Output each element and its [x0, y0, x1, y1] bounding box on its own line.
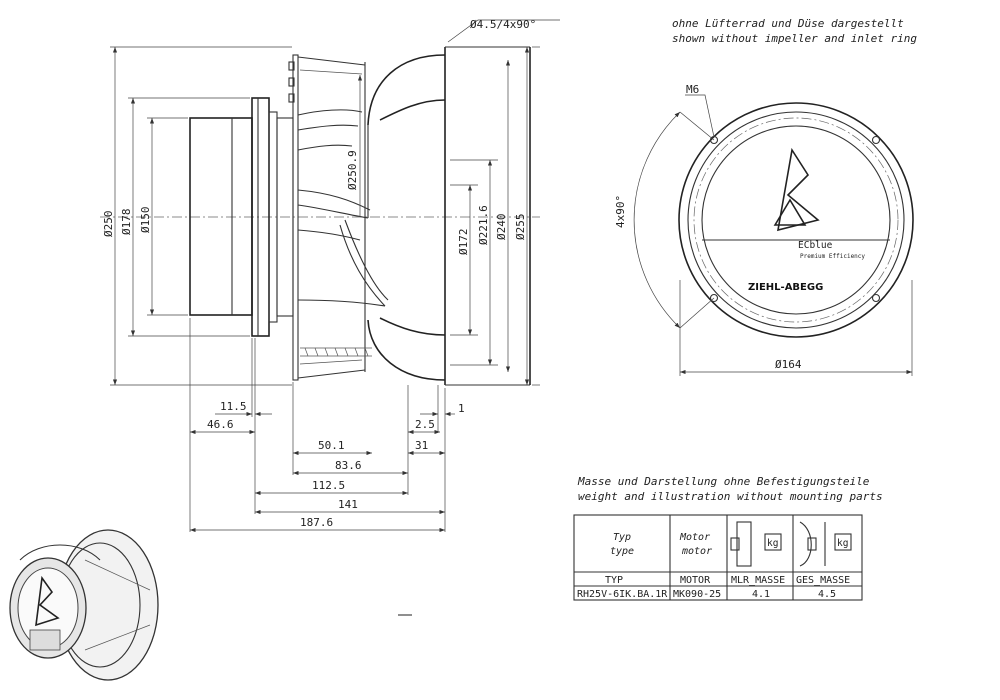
brand-name: ZIEHL-ABEGG	[748, 282, 823, 293]
cell-type: RH25V-6IK.BA.1R	[577, 589, 668, 600]
col2-de: Motor	[679, 532, 710, 543]
kg-label-2: kg	[837, 538, 848, 549]
weight-table: Masse und Darstellung ohne Befestigungst…	[573, 475, 883, 601]
dim-d221-6: Ø221.6	[477, 205, 490, 245]
total-weight-icon: kg	[799, 521, 852, 567]
angle-label: 4x90°	[614, 195, 627, 228]
diameter-label: Ø164	[775, 358, 802, 371]
side-view: Ø4.5/4x90° Ø250 Ø178 Ø150 Ø250.9 Ø172 Ø2…	[100, 18, 560, 533]
brand-sub: Premium Efficiency	[800, 253, 865, 260]
vertical-dimensions	[112, 47, 530, 385]
front-note-de: ohne Lüfterrad und Düse dargestellt	[672, 17, 904, 30]
col1-de: Typ	[613, 532, 631, 543]
thread-label: M6	[686, 83, 699, 96]
hdr-typ: TYP	[605, 575, 623, 586]
motor-face	[701, 125, 891, 315]
dim-d150: Ø150	[139, 207, 152, 234]
dim-11-5: 11.5	[220, 400, 247, 413]
mounting-holes	[709, 135, 881, 303]
dim-141: 141	[338, 498, 358, 511]
table-heading-en: weight and illustration without mounting…	[578, 490, 883, 503]
logo-triangle-icon	[773, 198, 807, 226]
dim-112-5: 112.5	[312, 479, 345, 492]
thumb-logo-icon	[35, 575, 60, 627]
dim-46-6: 46.6	[207, 418, 234, 431]
logo-bolt-icon	[776, 147, 820, 232]
front-note-en: shown without impeller and inlet ring	[672, 32, 917, 45]
impeller-fins	[300, 347, 372, 357]
dim-d255: Ø255	[514, 214, 527, 241]
hole-spec-label: Ø4.5/4x90°	[470, 18, 536, 31]
m6-leader	[685, 94, 715, 138]
dim-d172: Ø172	[457, 229, 470, 256]
horizontal-dimensions	[190, 411, 455, 533]
col2-en: motor	[681, 546, 712, 557]
hole-spec-leader	[447, 19, 560, 43]
dim-2-5: 2.5	[415, 418, 435, 431]
dim-187-6: 187.6	[300, 516, 333, 529]
dim-1: 1	[458, 402, 465, 415]
isometric-view	[9, 529, 159, 681]
brand-small: ECblue	[798, 240, 833, 251]
dim-d178: Ø178	[120, 209, 133, 236]
cell-motor: MK090-25	[673, 589, 721, 600]
motor-weight-icon: kg	[730, 521, 782, 567]
cell-ges-masse: 4.5	[818, 589, 836, 600]
col1-en: type	[610, 546, 634, 557]
impeller	[288, 54, 389, 381]
kg-label-1: kg	[767, 538, 778, 549]
inlet-ring	[367, 46, 531, 386]
dim-83-6: 83.6	[335, 459, 362, 472]
motor-body	[189, 97, 294, 337]
hdr-mlr-masse: MLR_MASSE	[731, 575, 785, 586]
dim-d250: Ø250	[102, 211, 115, 238]
dim-31: 31	[415, 439, 428, 452]
dim-50-1: 50.1	[318, 439, 345, 452]
hdr-motor: MOTOR	[680, 575, 711, 586]
dim-d250-9: Ø250.9	[346, 150, 359, 190]
table-heading-de: Masse und Darstellung ohne Befestigungst…	[577, 475, 870, 488]
extension-lines	[110, 46, 540, 532]
hdr-ges-masse: GES_MASSE	[796, 575, 850, 586]
angle-arc	[633, 111, 681, 329]
front-view: ohne Lüfterrad und Düse dargestellt show…	[614, 17, 917, 376]
dim-d240: Ø240	[495, 214, 508, 241]
cell-mlr-masse: 4.1	[752, 589, 770, 600]
